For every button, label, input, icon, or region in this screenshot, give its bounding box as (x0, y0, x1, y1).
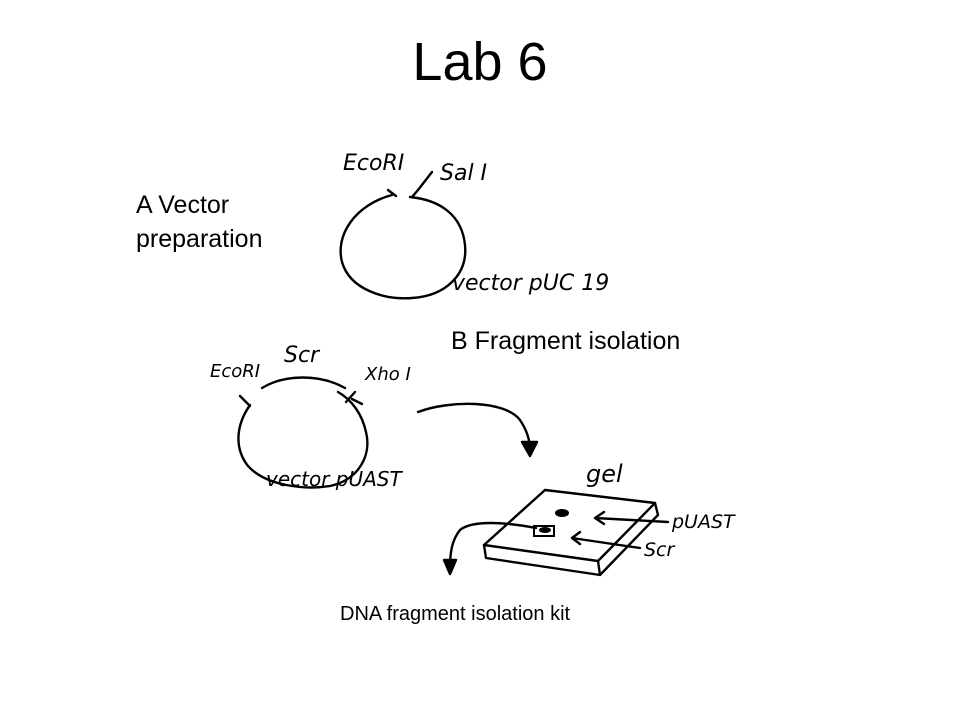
scr-band-label: Scr (644, 539, 676, 561)
sali-cut-mark-a (410, 170, 434, 199)
puast-band-label: pUAST (671, 511, 736, 533)
section-a-label: A Vector preparation (136, 188, 262, 256)
section-b-label: B Fragment isolation (451, 327, 681, 355)
puast-circle (237, 390, 369, 489)
scr-band (539, 527, 551, 533)
ecori-cut-mark-b (238, 394, 252, 408)
digest-to-gel-arrow (416, 402, 532, 452)
puc19-plasmid: EcoRI Sal I vector pUC 19 (339, 151, 609, 300)
extraction-arrowhead (442, 558, 458, 576)
gel-thickness (482, 501, 660, 577)
extraction-arrow (448, 521, 538, 570)
puc19-name-label: vector pUC 19 (452, 271, 609, 296)
section-a-line2: preparation (136, 225, 263, 253)
scr-insert-arc (260, 376, 347, 390)
gel-label: gel (586, 460, 623, 488)
puast-band (555, 509, 569, 517)
digest-arrowhead (520, 440, 539, 458)
kit-caption: DNA fragment isolation kit (340, 603, 571, 625)
puc19-circle (339, 193, 467, 300)
ecori-cut-mark-a (386, 188, 398, 198)
sali-site-label-a: Sal I (440, 161, 487, 186)
puast-pointer (593, 510, 670, 526)
puast-name-label: vector pUAST (266, 467, 404, 491)
xhoi-cut-mark-b (344, 390, 364, 406)
scr-insert-label: Scr (284, 343, 321, 368)
page-title: Lab 6 (412, 32, 548, 92)
puast-plasmid: EcoRI Scr Xho I vector pUAST (210, 343, 411, 491)
section-a-line1: A Vector (136, 191, 230, 219)
excised-gel-square (533, 525, 555, 537)
scr-pointer (570, 530, 642, 550)
xhoi-site-label: Xho I (364, 364, 411, 385)
gel-top-face (482, 488, 657, 563)
gel-slab: gel pUAST Scr (442, 460, 736, 577)
ecori-site-label-a: EcoRI (343, 151, 404, 176)
ecori-site-label-b: EcoRI (210, 361, 260, 382)
